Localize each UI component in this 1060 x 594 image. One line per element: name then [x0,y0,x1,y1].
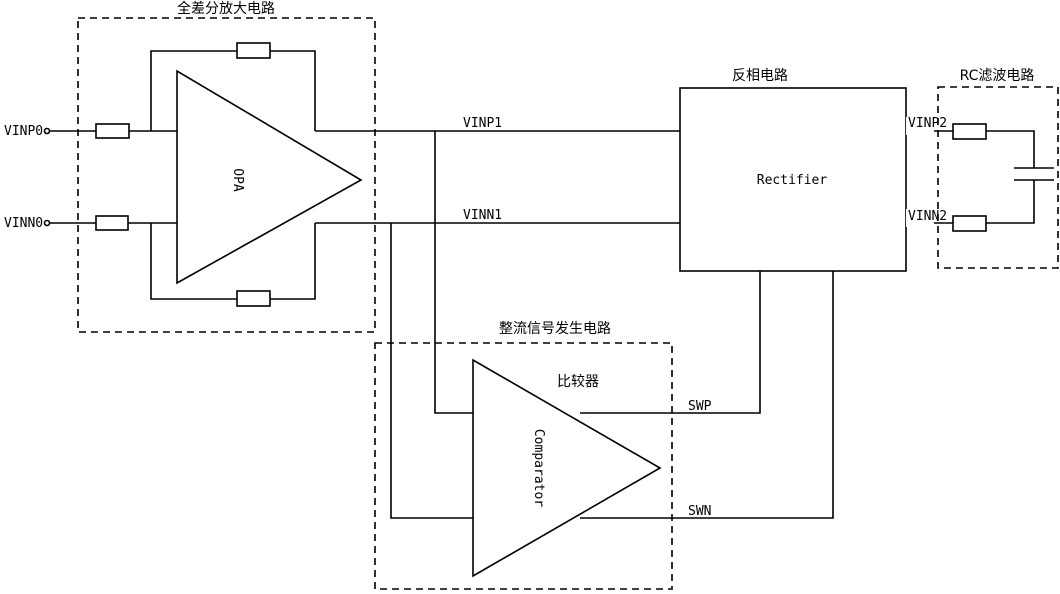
comparator-cn-label: 比较器 [557,374,599,390]
resistor-rc-top [952,123,987,140]
diff-amp-block-border [77,17,376,333]
diff-amp-title: 全差分放大电路 [177,0,275,17]
terminal-vinn0 [43,219,51,227]
wire-swn [580,271,834,519]
net-label-vinp2: VINP2 [908,116,947,131]
opa-amplifier [176,69,363,285]
wire-swp [580,271,761,414]
rectifier-label: Rectifier [757,173,828,188]
net-label-vinp0: VINP0 [4,124,43,139]
comparator-label: Comparator [531,429,546,507]
comparator-amplifier [472,358,662,578]
net-label-vinn1: VINN1 [463,208,502,223]
rc-filter-block-border [937,86,1059,269]
net-label-vinn2: VINN2 [908,209,947,224]
opa-label: OPA [230,168,245,192]
terminal-vinp0 [43,127,51,135]
resistor-rc-bottom [952,215,987,232]
resistor-feedback-bottom [236,290,271,307]
rectifier-signal-title: 整流信号发生电路 [499,321,611,337]
net-label-vinn0: VINN0 [4,216,43,231]
net-label-swn: SWN [688,504,711,519]
net-label-swp: SWP [688,399,712,414]
rectifier-signal-block-border [374,342,673,590]
rc-filter-title: RC滤波电路 [960,68,1035,84]
wire-comparator-in-n [390,223,473,519]
net-label-vinp1: VINP1 [463,116,502,131]
resistor-input-n [95,215,129,231]
resistor-input-p [95,123,130,139]
resistor-feedback-top [236,42,271,59]
wire-comparator-in-p [434,131,473,414]
rectifier-block [679,87,907,272]
inverter-title: 反相电路 [732,68,788,84]
